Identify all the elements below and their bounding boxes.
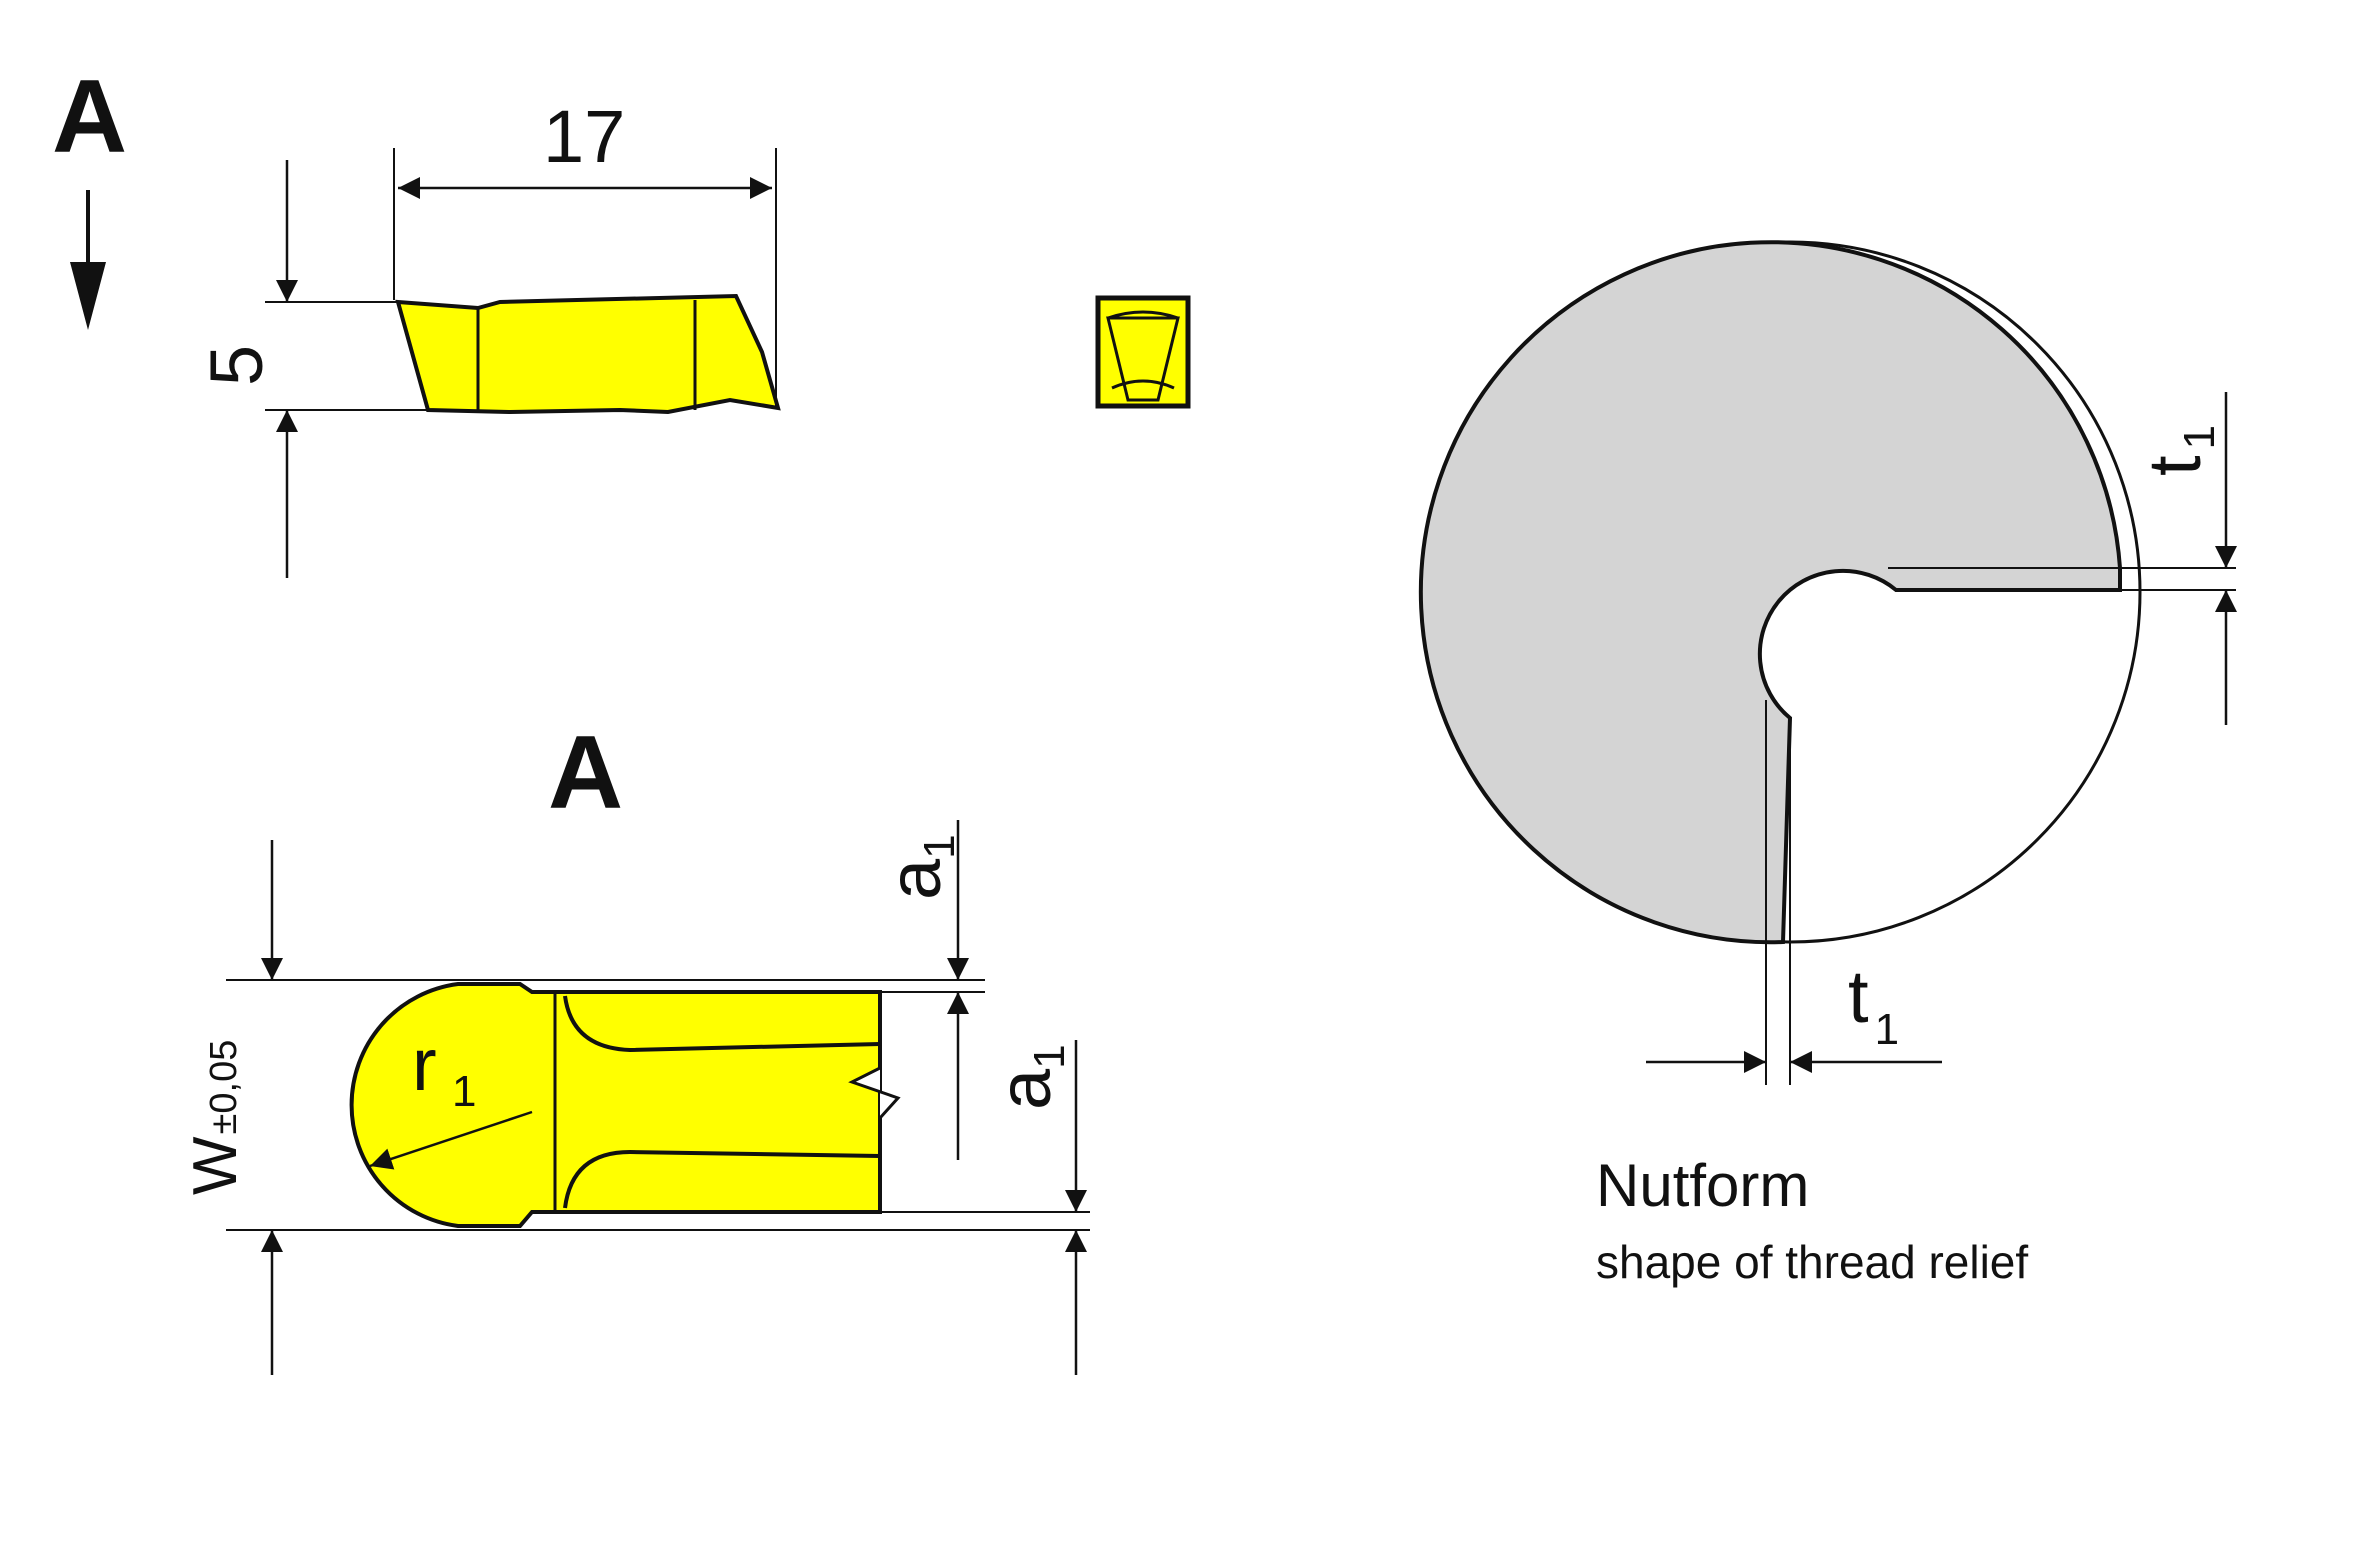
end-view-arc-bottom bbox=[1111, 379, 1175, 390]
dim-t1-right-index: 1 bbox=[2175, 425, 2224, 449]
insert-side-view: 17 5 bbox=[195, 95, 781, 578]
dim-5-label: 5 bbox=[195, 345, 278, 386]
insert-end-view bbox=[1095, 295, 1191, 409]
svg-text:a1: a1 bbox=[873, 834, 964, 900]
svg-text:t1: t1 bbox=[2133, 425, 2224, 476]
insert-view-a: A r 1 W±0,05 a1 a1 bbox=[181, 715, 1090, 1375]
radius-r1-symbol: r bbox=[412, 1023, 437, 1106]
caption-title: Nutform bbox=[1596, 1152, 1809, 1219]
dim-w-label: W±0,05 bbox=[181, 1040, 250, 1195]
dim-17-label: 17 bbox=[543, 95, 625, 178]
dim-a1-top-index: 1 bbox=[915, 834, 964, 858]
insert-notch bbox=[848, 1066, 901, 1120]
insert-side-body bbox=[395, 293, 781, 415]
section-arrow-head bbox=[70, 262, 106, 330]
section-marker-label: A bbox=[52, 59, 127, 175]
end-view-body bbox=[1095, 295, 1191, 409]
dim-a1-label-bottom: a1 bbox=[983, 1044, 1074, 1110]
radius-r1-index: 1 bbox=[452, 1067, 476, 1116]
dim-a1-bottom-index: 1 bbox=[1025, 1044, 1074, 1068]
section-marker: A bbox=[52, 59, 127, 330]
svg-text:a1: a1 bbox=[983, 1044, 1074, 1110]
chip-groove-bottom bbox=[563, 1149, 881, 1209]
dim-a1-label-top: a1 bbox=[873, 834, 964, 900]
end-view-profile bbox=[1106, 316, 1180, 402]
dim-a1-bottom-symbol: a bbox=[983, 1068, 1066, 1110]
chip-groove-top bbox=[563, 995, 881, 1053]
dim-a1-top-symbol: a bbox=[873, 858, 956, 900]
insert-top-body bbox=[349, 982, 882, 1228]
dim-w-tolerance: ±0,05 bbox=[203, 1040, 245, 1135]
caption-subtitle: shape of thread relief bbox=[1596, 1236, 2028, 1288]
end-view-arc-top bbox=[1107, 310, 1179, 320]
svg-text:W±0,05: W±0,05 bbox=[181, 1040, 250, 1195]
relief-shaded-region bbox=[1418, 240, 2122, 945]
dim-t1-bottom-symbol: t bbox=[1848, 955, 1869, 1038]
dim-t1-bottom-index: 1 bbox=[1875, 1005, 1899, 1054]
radius-r1-leader bbox=[369, 1110, 533, 1170]
view-a-title: A bbox=[548, 715, 623, 831]
dim-t1-right-label: t1 bbox=[2133, 425, 2224, 476]
dim-w-symbol: W bbox=[181, 1136, 250, 1195]
dim-t1-right-symbol: t bbox=[2133, 455, 2216, 476]
